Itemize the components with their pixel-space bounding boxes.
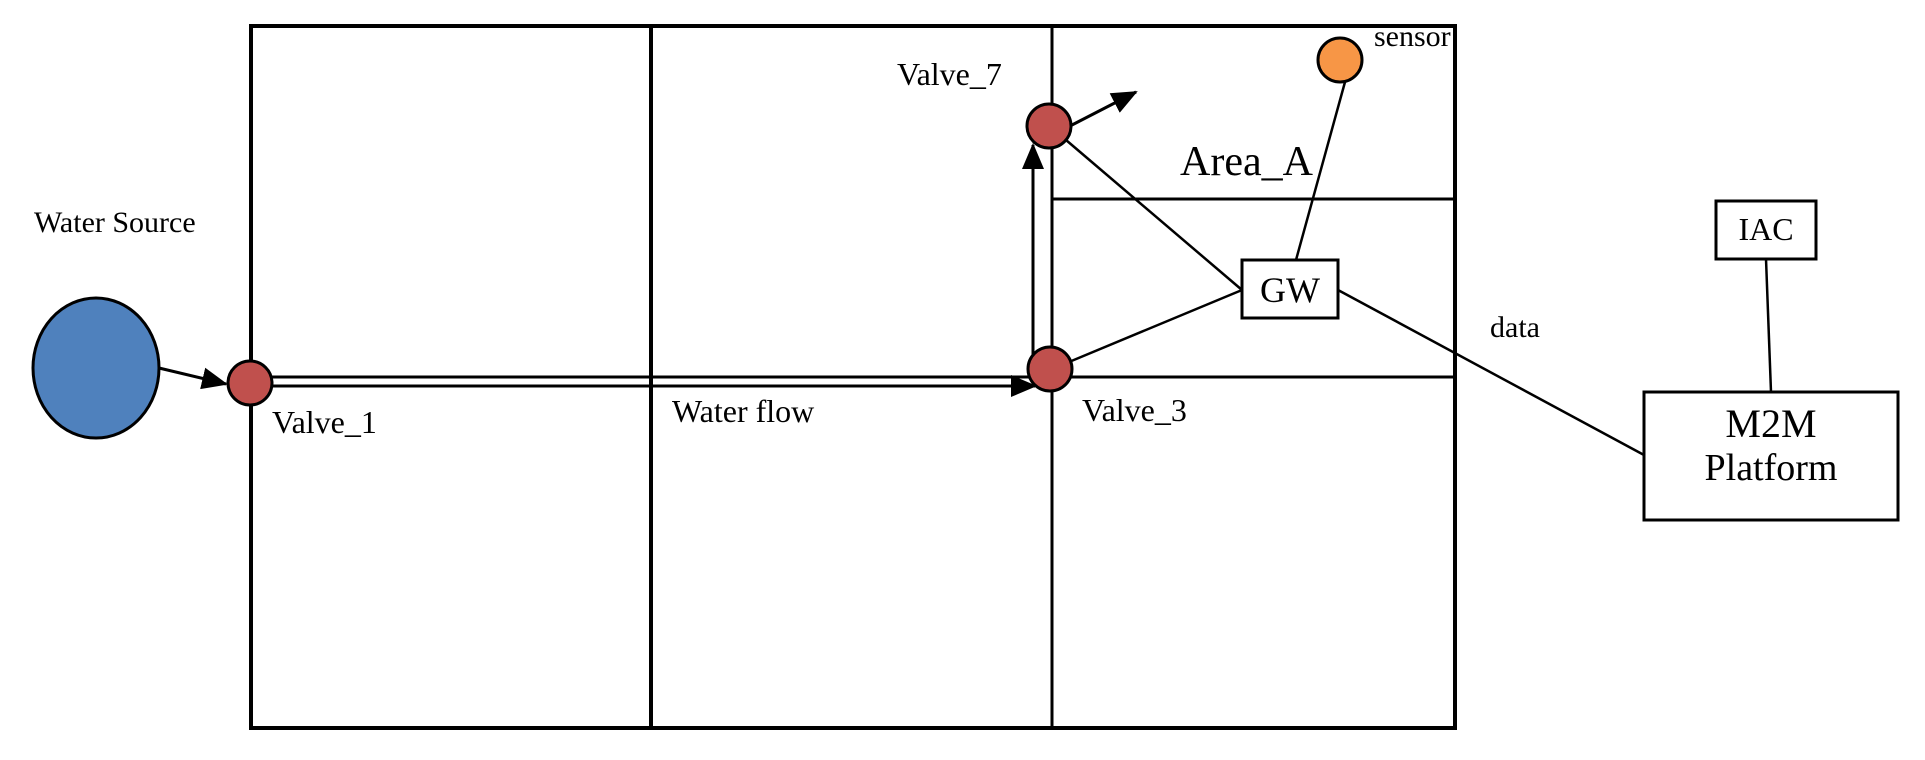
m2m-platform-box[interactable] bbox=[1642, 390, 1900, 522]
water-pipes bbox=[158, 90, 1138, 397]
sensor-node[interactable] bbox=[1316, 36, 1364, 84]
platform-label: Platform bbox=[1705, 447, 1838, 489]
valve-7-label: Valve_7 bbox=[897, 56, 1002, 92]
gateway-box[interactable] bbox=[1240, 258, 1340, 320]
valve-1-label: Valve_1 bbox=[272, 404, 377, 440]
field-grid bbox=[249, 24, 1457, 730]
valve3-to-gw-line bbox=[1068, 288, 1243, 364]
sensor-label: sensor bbox=[1374, 20, 1451, 53]
gw-to-m2m-line bbox=[1337, 288, 1645, 457]
water-source-node[interactable] bbox=[31, 296, 161, 440]
valve-3-node[interactable] bbox=[1026, 345, 1074, 393]
source-to-valve1-arrow bbox=[158, 366, 228, 390]
water-flow-label: Water flow bbox=[672, 393, 814, 429]
m2m-label: M2M bbox=[1725, 401, 1816, 446]
valve-7-node[interactable] bbox=[1025, 102, 1073, 150]
valve7-to-gw-line bbox=[1065, 139, 1243, 291]
valve7-outflow-arrow bbox=[1069, 90, 1138, 128]
sensor-to-gw-line bbox=[1294, 81, 1347, 261]
iac-box[interactable] bbox=[1714, 199, 1818, 261]
area-a-label: Area_A bbox=[1180, 139, 1314, 185]
valve-3-label: Valve_3 bbox=[1082, 392, 1187, 428]
water-source-label: Water Source bbox=[34, 206, 196, 239]
gateway-label: GW bbox=[1260, 270, 1320, 310]
communication-lines bbox=[1065, 81, 1773, 457]
iac-to-m2m-line bbox=[1764, 258, 1773, 393]
iac-label: IAC bbox=[1738, 211, 1793, 247]
data-label: data bbox=[1490, 311, 1540, 344]
valve-1-node[interactable] bbox=[226, 359, 274, 407]
